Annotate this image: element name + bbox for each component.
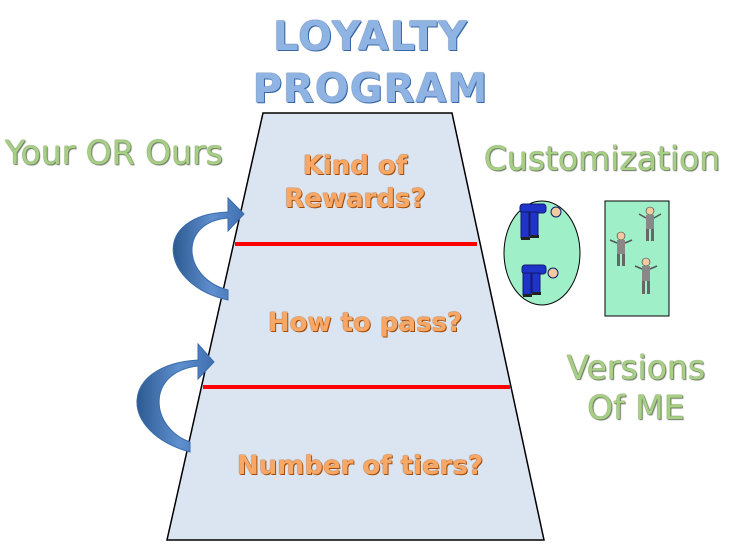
versions-of-me-line-2: Of ME xyxy=(587,387,685,427)
loyalty-pyramid xyxy=(166,112,545,541)
versions-of-me-line-1: Versions xyxy=(566,348,706,387)
title-line-2: PROGRAM xyxy=(252,66,489,112)
people-figures-panel-icon xyxy=(604,200,670,317)
curved-arrow-upper-icon xyxy=(172,196,245,301)
tier-3-line-1: Number of tiers? xyxy=(236,451,484,481)
tier-3-label: Number of tiers? xyxy=(200,450,520,483)
customization-label: Customization xyxy=(484,139,721,178)
your-or-ours-label: Your OR Ours xyxy=(5,133,223,172)
tier-1-line-1: Kind of xyxy=(302,151,408,181)
bowing-figures-oval-icon xyxy=(503,200,581,306)
tier-2-label: How to pass? xyxy=(230,307,500,340)
tier-1-line-2: Rewards? xyxy=(284,183,426,214)
versions-of-me-label: Versions Of ME xyxy=(556,348,716,427)
tier-2-line-1: How to pass? xyxy=(267,308,463,338)
curved-arrow-lower-icon xyxy=(136,342,215,453)
tier-1-label: Kind of Rewards? xyxy=(260,150,450,215)
title-line-1: LOYALTY xyxy=(273,14,468,60)
